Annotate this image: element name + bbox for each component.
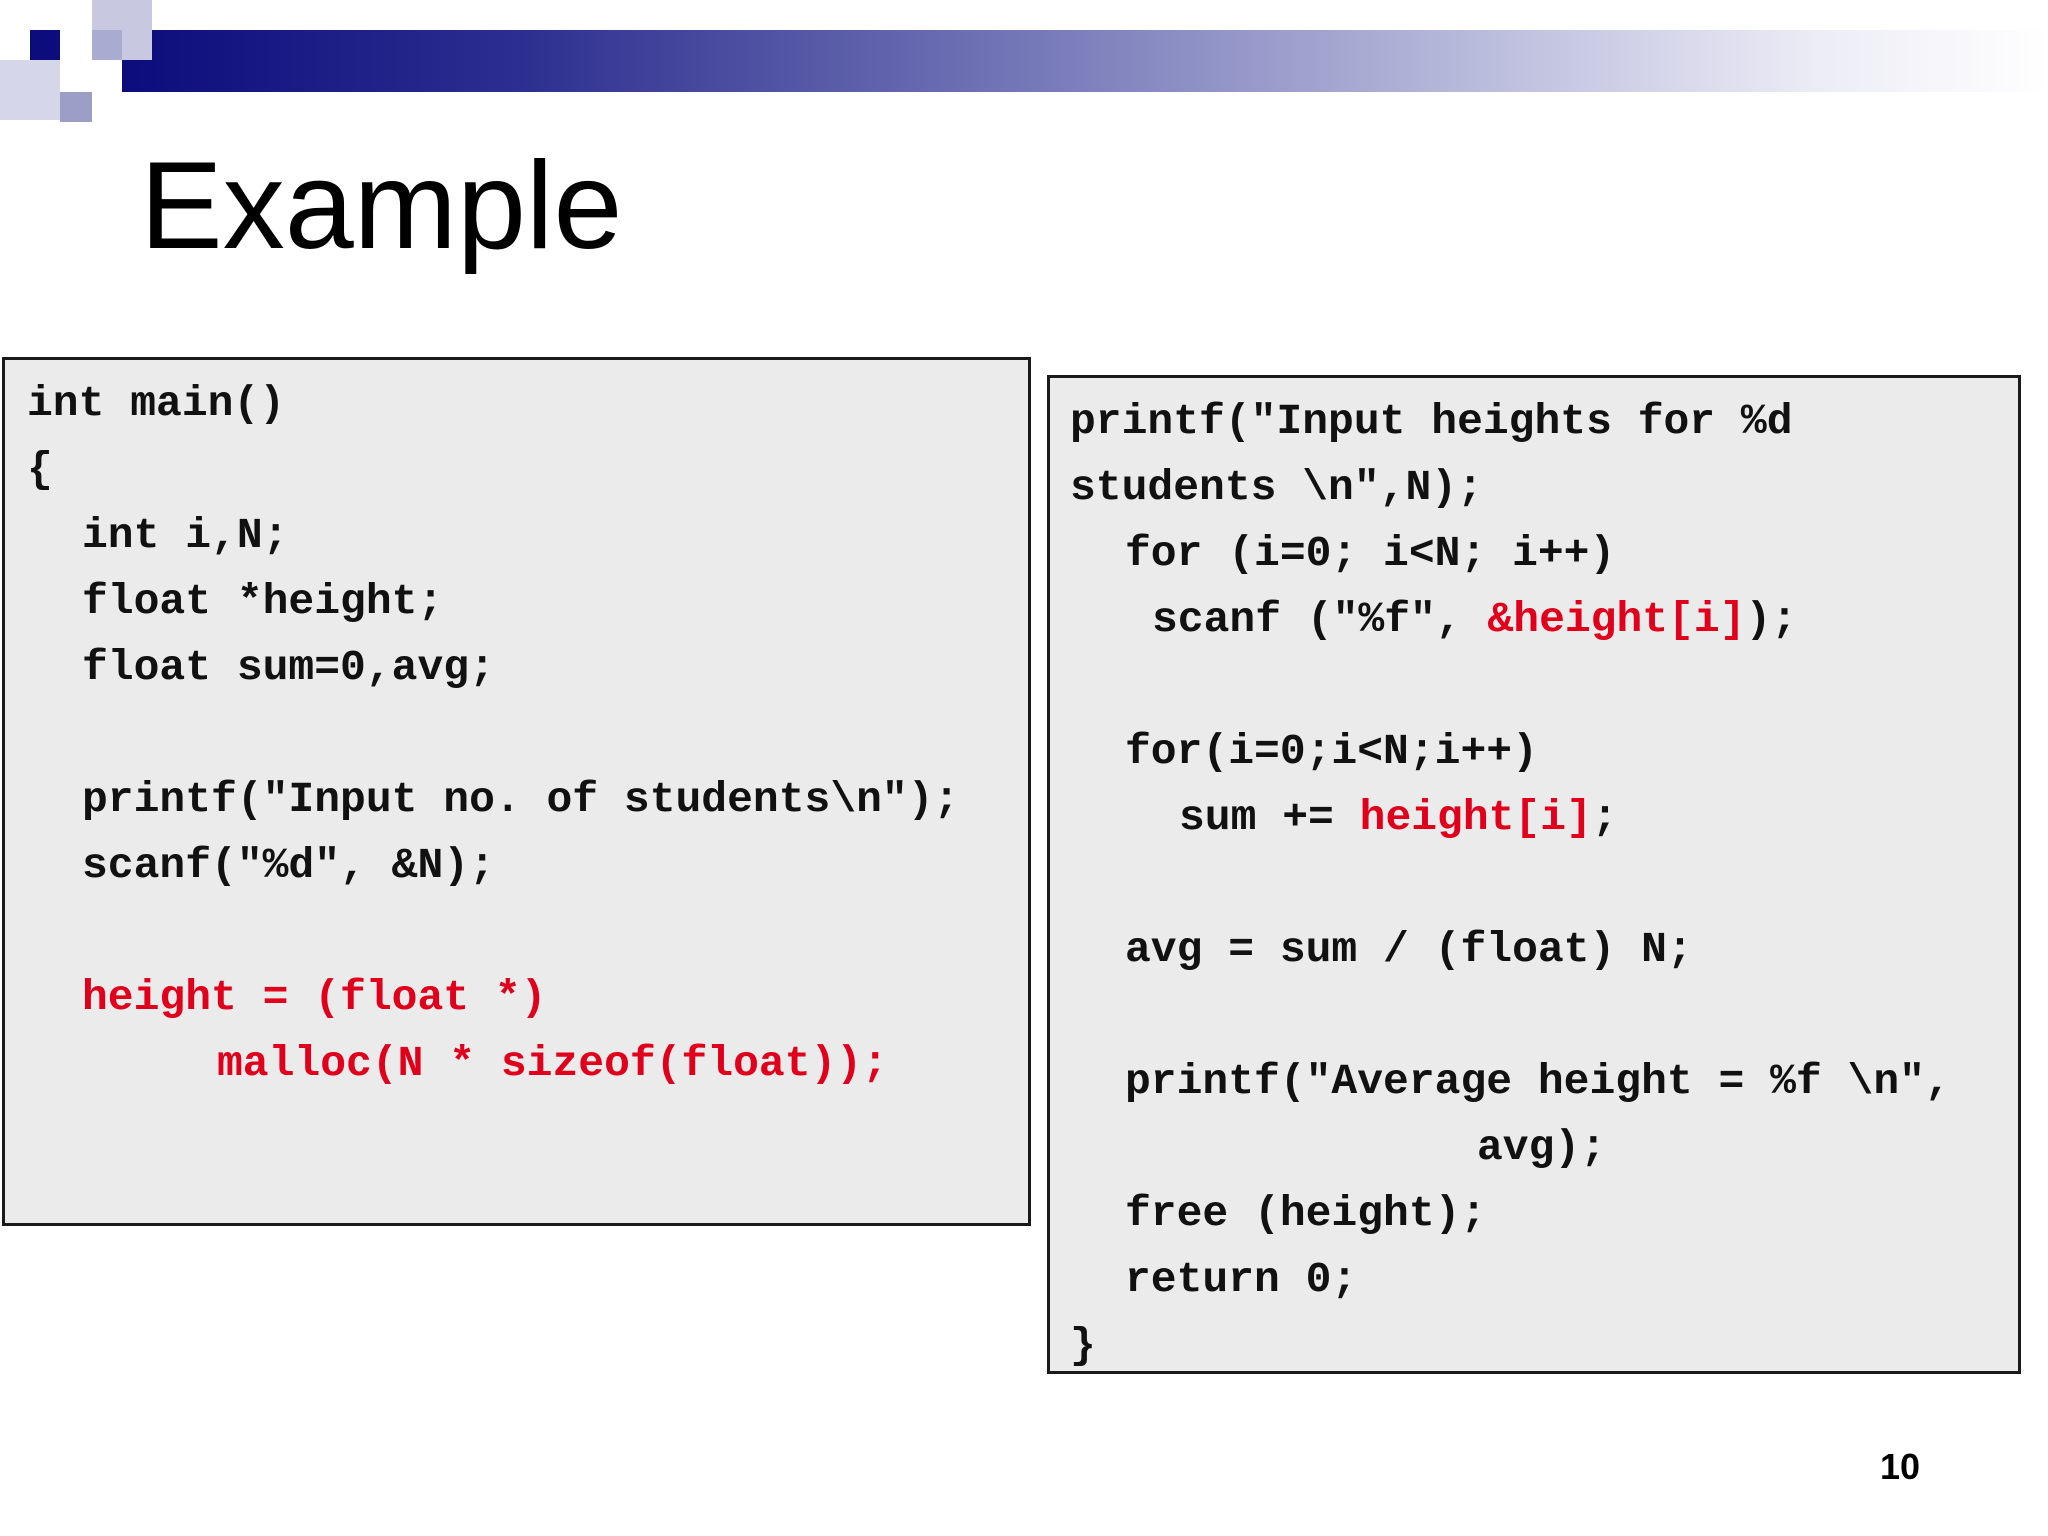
- code-line: }: [1070, 1321, 1096, 1370]
- corner-decoration-square: [0, 60, 60, 120]
- header-gradient-bar: [122, 30, 2048, 92]
- corner-decoration-square: [60, 60, 92, 92]
- code-segment: );: [1745, 595, 1798, 644]
- page-number: 10: [1880, 1446, 1921, 1487]
- code-segment: scanf ("%f",: [1152, 595, 1488, 644]
- code-line: avg = sum / (float) N;: [1125, 925, 1693, 974]
- left-code-box: int main() { int i,N; float *height; flo…: [2, 357, 1031, 1226]
- code-line: scanf("%d", &N);: [82, 841, 495, 890]
- code-line: printf("Average height = %f \n",: [1125, 1057, 1951, 1106]
- code-line: for(i=0;i<N;i++): [1125, 727, 1538, 776]
- code-line-highlighted: height = (float *): [82, 973, 547, 1022]
- corner-decoration-square: [92, 30, 122, 60]
- slide-title: Example: [140, 137, 623, 275]
- code-line: for (i=0; i<N; i++): [1125, 529, 1616, 578]
- code-line: scanf ("%f", &height[i]);: [1152, 598, 1797, 641]
- code-line: {: [27, 445, 53, 494]
- code-line: printf("Input no. of students\n");: [82, 775, 960, 824]
- corner-decoration-square: [30, 30, 60, 60]
- code-segment: ;: [1591, 793, 1618, 842]
- right-code-box: printf("Input heights for %d students \n…: [1047, 375, 2021, 1374]
- code-line: free (height);: [1125, 1189, 1487, 1238]
- code-line: int i,N;: [82, 511, 289, 560]
- code-segment-highlighted: height[i]: [1359, 793, 1592, 842]
- code-line: float *height;: [82, 577, 444, 626]
- code-line: printf("Input heights for %d: [1070, 397, 1793, 446]
- code-line: float sum=0,avg;: [82, 643, 495, 692]
- code-line: return 0;: [1125, 1255, 1358, 1304]
- code-line: int main(): [27, 379, 286, 428]
- code-segment: sum +=: [1179, 793, 1360, 842]
- code-line: students \n",N);: [1070, 463, 1483, 512]
- corner-decoration-square: [60, 92, 92, 122]
- code-line-highlighted: malloc(N * sizeof(float));: [217, 1039, 888, 1088]
- code-segment-highlighted: &height[i]: [1487, 595, 1746, 644]
- code-line: avg);: [1477, 1123, 1607, 1172]
- code-line: sum += height[i];: [1179, 796, 1618, 839]
